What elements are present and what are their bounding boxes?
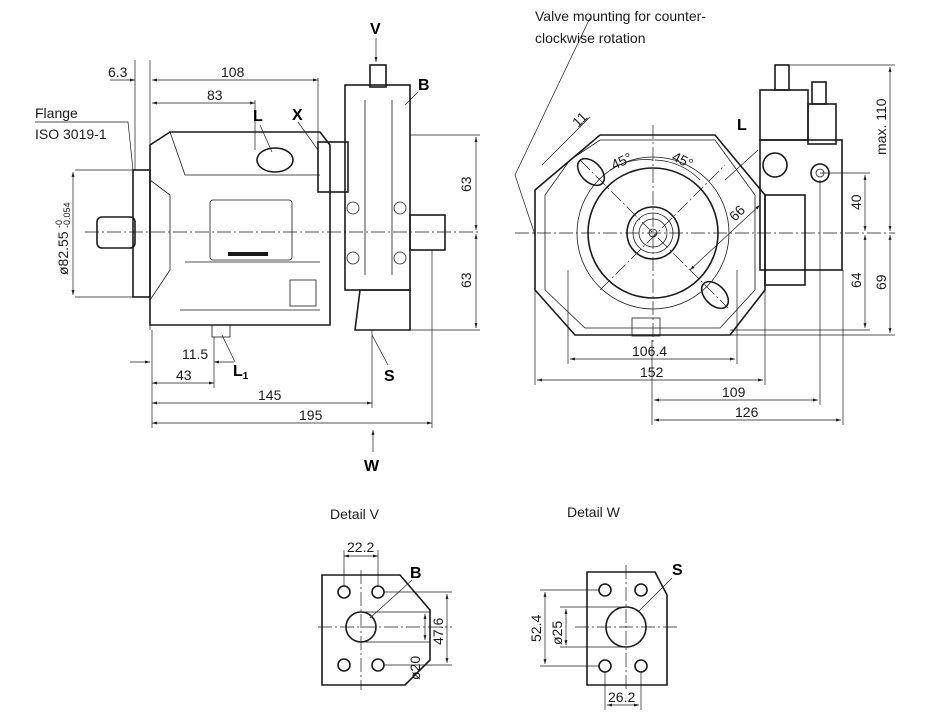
port-L-label: L (253, 108, 263, 125)
dim-63-upper: 63 (458, 176, 474, 192)
port-B-label: B (418, 77, 430, 94)
port-S-flange (354, 289, 411, 331)
dim-83: 83 (207, 87, 223, 103)
diameter-tol-upper: -0 (54, 220, 64, 228)
port-L-side (256, 147, 294, 173)
dim-11: 11 (569, 108, 591, 130)
note-line-1: Valve mounting for counter- (535, 8, 706, 24)
control-valve (344, 84, 411, 291)
view-V-label: V (370, 21, 381, 38)
detail-v-flange (321, 574, 431, 686)
drive-shaft (96, 216, 136, 249)
detail-w-title: Detail W (567, 504, 621, 520)
dim-dia-25: ø25 (549, 621, 565, 645)
dim-126: 126 (735, 404, 759, 420)
dim-26-2: 26.2 (608, 689, 635, 705)
dim-152: 152 (640, 364, 664, 380)
port-B-fitting (409, 214, 446, 251)
detail-v: Detail V 22.2 B 47.6 ø20 (318, 506, 452, 690)
dim-dia-20: ø20 (407, 656, 423, 680)
dim-66: 66 (726, 202, 748, 224)
port-X-label: X (292, 107, 303, 124)
dim-106-4: 106.4 (632, 343, 667, 359)
dim-max-110: max. 110 (873, 98, 889, 155)
port-L-front-label: L (737, 117, 747, 134)
port-X-fitting (317, 141, 349, 193)
detail-v-port-B: B (410, 565, 422, 582)
port-L1-label: L1 (233, 363, 249, 382)
flange-label: Flange (35, 105, 78, 121)
flange-standard: ISO 3019-1 (35, 126, 107, 142)
detail-v-title: Detail V (330, 506, 380, 522)
view-W-label: W (364, 458, 380, 475)
port-S-label: S (384, 368, 395, 385)
dim-43: 43 (176, 367, 192, 383)
detail-w: Detail W S 52.4 ø25 26.2 (528, 504, 683, 710)
valve-body (759, 139, 843, 271)
dim-47-6: 47.6 (430, 618, 446, 645)
dim-11-5: 11.5 (182, 346, 208, 362)
pump-housing (149, 131, 331, 326)
dim-52-4: 52.4 (528, 615, 544, 642)
front-view: Valve mounting for counter- clockwise ro… (514, 8, 895, 425)
dim-69: 69 (873, 274, 889, 290)
side-view: Flange ISO 3019-1 6.3 108 83 ø82.55 -0 -… (35, 21, 480, 475)
dim-64: 64 (848, 272, 864, 288)
detail-w-port-S: S (672, 562, 683, 579)
note-line-2: clockwise rotation (535, 30, 646, 46)
port-B-fitting-front (764, 194, 806, 286)
nameplate (209, 199, 293, 261)
dim-63-lower: 63 (458, 272, 474, 288)
valve-upper (759, 89, 809, 141)
shaft-spline (626, 206, 680, 260)
diameter-tol-lower: -0.054 (62, 202, 72, 228)
diameter-nominal: ø82.55 (55, 231, 71, 275)
dim-109: 109 (722, 384, 746, 400)
dim-40: 40 (848, 194, 864, 210)
dim-108: 108 (221, 64, 245, 80)
dim-195: 195 (299, 407, 323, 423)
angle-2: 45° (670, 148, 696, 171)
adjust-screw (369, 64, 387, 88)
dim-flange-thickness: 6.3 (108, 64, 128, 80)
dim-22-2: 22.2 (347, 539, 374, 555)
dim-145: 145 (258, 387, 282, 403)
